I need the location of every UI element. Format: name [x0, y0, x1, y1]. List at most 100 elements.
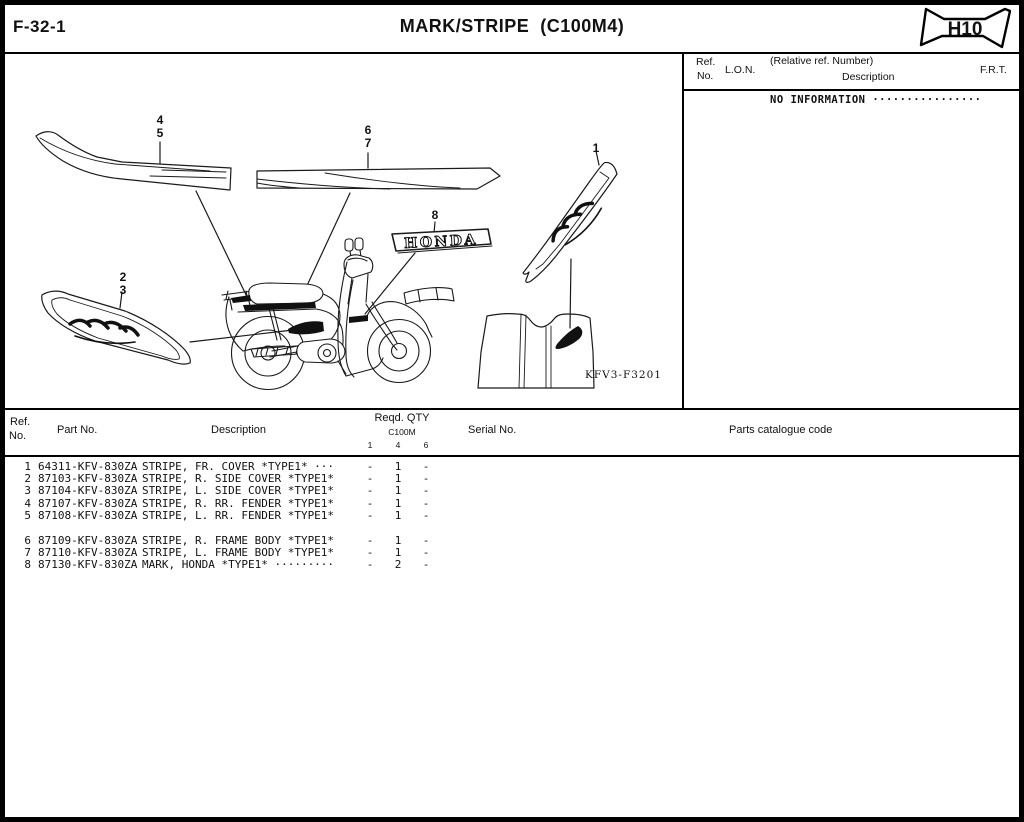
col-qty-6: 6	[423, 440, 429, 450]
figure-code: KFV3-F3201	[585, 369, 662, 381]
row-qty-4: 1	[394, 484, 402, 498]
callout-8: 8	[431, 208, 439, 222]
row-description: STRIPE, R. RR. FENDER *TYPE1*	[142, 496, 335, 510]
table-row: 6 87109-KFV-830ZA STRIPE, R. FRAME BODY …	[5, 533, 1019, 547]
row-qty-4: 1	[394, 546, 402, 560]
col-ref-line2: No.	[9, 430, 27, 442]
col-serial-no: Serial No.	[468, 424, 517, 436]
dream-logo-graphic	[551, 201, 603, 246]
parts-table-header: Ref. No. Part No. Description Reqd. QTY …	[5, 408, 1019, 457]
row-qty-6: -	[422, 496, 430, 510]
row-qty-4: 1	[394, 533, 402, 547]
side-cover-stripe	[41, 290, 191, 365]
relative-ref-label: (Relative ref. Number)	[770, 55, 874, 67]
front-cover-stripe-mark	[555, 326, 583, 349]
row-part-no: 87109-KFV-830ZA	[38, 533, 138, 547]
no-information-text: NO INFORMATION ················	[770, 94, 982, 106]
reference-panel-header: Ref. No. L.O.N. (Relative ref. Number) D…	[684, 52, 1019, 91]
rear-fender-stripe	[35, 131, 232, 191]
table-row: 3 87104-KFV-830ZA STRIPE, L. SIDE COVER …	[5, 484, 1019, 498]
section-tag-label: H10	[948, 19, 983, 40]
front-cover-outline	[477, 313, 595, 389]
row-description: MARK, HONDA *TYPE1* ·········	[142, 558, 335, 572]
callout-5: 5	[156, 126, 164, 140]
row-qty-6: -	[422, 459, 430, 473]
table-row: 7 87110-KFV-830ZA STRIPE, L. FRAME BODY …	[5, 546, 1019, 560]
col-reqd-qty: Reqd. QTY	[374, 412, 430, 424]
row-qty-1: -	[366, 509, 374, 523]
row-qty-6: -	[422, 558, 430, 572]
row-ref: 4	[24, 496, 31, 510]
row-part-no: 87103-KFV-830ZA	[38, 472, 138, 486]
table-row: 4 87107-KFV-830ZA STRIPE, R. RR. FENDER …	[5, 496, 1019, 510]
row-part-no: 64311-KFV-830ZA	[38, 459, 138, 473]
section-tag-badge: H10	[917, 6, 1012, 51]
col-parts-catalogue-code: Parts catalogue code	[729, 424, 833, 436]
callout-3: 3	[119, 283, 127, 297]
row-qty-1: -	[366, 533, 374, 547]
callout-1: 1	[592, 141, 600, 155]
row-qty-6: -	[422, 546, 430, 560]
row-qty-4: 1	[394, 509, 402, 523]
leader-lines	[189, 190, 572, 343]
page-header: F-32-1 MARK/STRIPE (C100M4) H10	[5, 5, 1019, 54]
row-description: STRIPE, R. SIDE COVER *TYPE1*	[142, 472, 335, 486]
callout-2: 2	[119, 270, 127, 284]
lon-label: L.O.N.	[725, 64, 756, 76]
col-description: Description	[211, 424, 267, 436]
row-qty-1: -	[366, 496, 374, 510]
row-qty-1: -	[366, 484, 374, 498]
ref-no-label-line1: Ref.	[696, 56, 716, 68]
table-row: 5 87108-KFV-830ZA STRIPE, L. RR. FENDER …	[5, 509, 1019, 523]
col-model: C100M	[388, 427, 416, 437]
honda-mark-text: HONDA	[404, 232, 479, 252]
front-cover-stripe	[522, 161, 618, 283]
table-row: 8 87130-KFV-830ZA MARK, HONDA *TYPE1* ··…	[5, 558, 1019, 572]
row-qty-1: -	[366, 459, 374, 473]
row-part-no: 87130-KFV-830ZA	[38, 558, 138, 572]
row-qty-1: -	[366, 558, 374, 572]
row-qty-6: -	[422, 533, 430, 547]
section-tag-shape: H10	[919, 7, 1012, 49]
row-qty-1: -	[366, 546, 374, 560]
row-part-no: 87110-KFV-830ZA	[38, 546, 138, 560]
row-part-no: 87104-KFV-830ZA	[38, 484, 138, 498]
parts-diagram: HONDA 4 5 6 7 2 3 1 8 KFV3-F3201	[5, 52, 682, 408]
row-description: STRIPE, R. FRAME BODY *TYPE1*	[142, 533, 335, 547]
motorcycle-illustration	[221, 237, 455, 391]
row-description: STRIPE, FR. COVER *TYPE1* ···	[142, 459, 335, 473]
page-title: MARK/STRIPE (C100M4)	[399, 16, 625, 36]
table-row: 2 87103-KFV-830ZA STRIPE, R. SIDE COVER …	[5, 472, 1019, 486]
row-ref: 3	[24, 484, 31, 498]
honda-mark-badge: HONDA	[391, 228, 493, 254]
col-ref-line1: Ref.	[10, 416, 31, 428]
row-description: STRIPE, L. RR. FENDER *TYPE1*	[142, 509, 335, 523]
row-ref: 6	[24, 533, 31, 547]
applied-stripe-marks	[231, 295, 368, 335]
ref-no-label-line2: No.	[697, 70, 714, 82]
callout-6: 6	[364, 123, 372, 137]
row-qty-4: 1	[394, 496, 402, 510]
row-ref: 8	[24, 558, 31, 572]
dream-logo-graphic	[68, 318, 140, 345]
col-qty-1: 1	[367, 440, 373, 450]
row-ref: 1	[24, 459, 31, 473]
row-qty-1: -	[366, 472, 374, 486]
table-row: 1 64311-KFV-830ZA STRIPE, FR. COVER *TYP…	[5, 459, 1019, 473]
row-qty-4: 1	[394, 472, 402, 486]
col-qty-4: 4	[395, 440, 401, 450]
row-description: STRIPE, L. SIDE COVER *TYPE1*	[142, 484, 335, 498]
parts-table-rows: 1 64311-KFV-830ZA STRIPE, FR. COVER *TYP…	[5, 457, 1019, 572]
row-ref: 7	[24, 546, 31, 560]
row-qty-6: -	[422, 472, 430, 486]
col-part-no: Part No.	[57, 424, 98, 436]
callout-7: 7	[364, 136, 372, 150]
row-qty-4: 1	[394, 459, 402, 473]
callout-4: 4	[156, 113, 164, 127]
frt-label: F.R.T.	[980, 64, 1007, 76]
row-qty-6: -	[422, 509, 430, 523]
row-description: STRIPE, L. FRAME BODY *TYPE1*	[142, 546, 335, 560]
row-part-no: 87108-KFV-830ZA	[38, 509, 138, 523]
page-code: F-32-1	[13, 17, 67, 36]
